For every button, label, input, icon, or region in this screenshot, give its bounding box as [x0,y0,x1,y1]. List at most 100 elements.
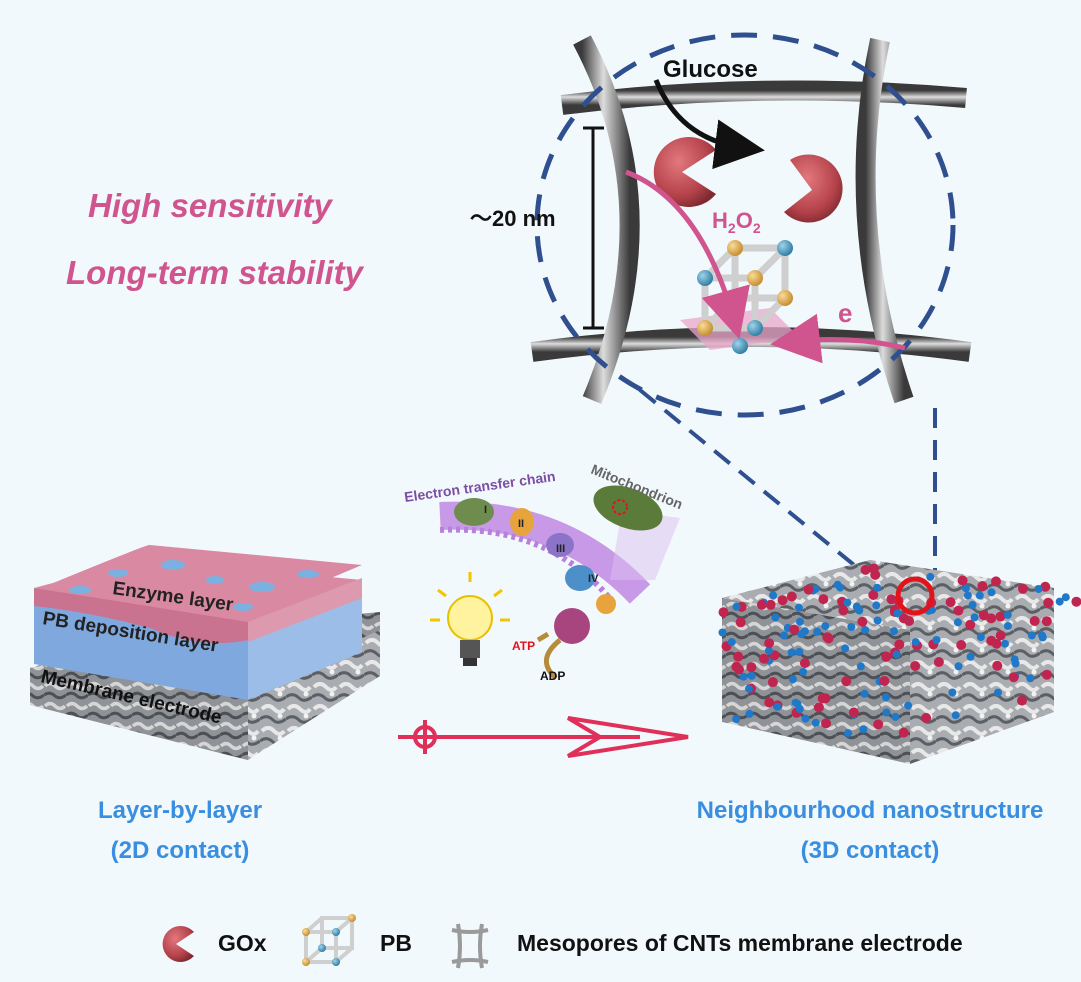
pb-particle [951,711,960,720]
pb-particle [773,702,782,711]
gox-particle [995,611,1006,622]
pb-particle [727,638,736,647]
pb-particle [1038,633,1047,642]
gox-particle [765,599,776,610]
gox-particle [759,653,769,664]
adp-label: ADP [540,669,565,683]
pb-particle [890,627,898,636]
gox-particle [821,718,831,729]
left-caption-line1: Layer-by-layer [97,797,263,824]
pb-particle [976,633,985,642]
pb-particle [799,667,808,676]
pb-particle [1061,593,1070,602]
gox-particle [921,712,932,723]
gox-particle [945,597,956,608]
chain-complex-II: II [510,508,534,536]
pb-particle [847,623,856,631]
pb-particle [797,630,806,639]
embedded-particles [718,563,1081,738]
pb-particle [856,662,865,671]
pb-particle [968,600,977,609]
gox-particle [767,677,778,688]
gox-enzyme-left [653,137,716,207]
gox-particle [799,658,810,669]
gox-particle [956,640,967,650]
gox-particle [1018,583,1028,594]
zoom-circle: Glucose H2O2 e [470,32,972,418]
pb-particle [833,580,842,589]
pb-particle [732,715,741,723]
headline-sensitivity: High sensitivity [88,187,332,224]
atp-synthase [554,608,590,644]
gox-particle [841,676,852,687]
pb-particle [795,648,804,656]
gox-particle [868,563,879,574]
gox-particle [1040,581,1051,592]
pb-particle [987,588,996,597]
pb-particle [1026,674,1035,683]
gox-particle [881,651,892,662]
pb-particle [975,591,984,600]
pb-particle [795,704,804,713]
pb-particle [745,684,753,693]
svg-text:IV: IV [588,573,599,585]
pb-particle [811,584,820,593]
gox-particle [817,693,828,704]
right-caption-line1: Neighbourhood nanostructure [696,797,1044,824]
pb-particle [861,626,870,635]
electron-arrow [770,313,906,364]
pb-particle [872,601,881,610]
layered-electrode-block: Enzyme layer PB deposition layer Membran… [30,544,380,760]
gox-particle [898,727,909,738]
pb-particle [994,688,1002,697]
gox-particle [991,576,1001,587]
pb-particle [954,662,963,671]
pb-particle [948,688,957,697]
gox-particle [848,707,859,718]
connector-line-left [638,388,894,598]
atp-label: ATP [512,639,535,653]
scale-label: ～20 nm [470,206,556,231]
gox-particle [1071,596,1081,607]
gox-particle [1029,616,1040,626]
pb-particle [873,583,882,592]
gox-particle [803,584,814,595]
pb-particle [873,616,882,625]
pb-particle [791,698,800,707]
gox-particle [838,605,849,616]
pb-particle [801,714,810,723]
pb-particle [932,636,941,644]
mesopore-rod-left [573,35,640,404]
scale-bar [583,126,604,330]
glucose-arrow [653,79,765,170]
pb-particle [1003,622,1012,630]
pb-particle [1003,610,1012,619]
gox-particle [894,639,905,650]
pb-particle [882,693,890,702]
pb-particle [796,617,804,626]
gox-particle [995,630,1006,641]
gox-particle [756,599,767,610]
pb-particle [852,602,861,611]
pb-particle [788,675,797,684]
pb-cube-zoom [680,240,800,354]
pb-particle [904,701,913,710]
gox-particle [873,719,884,730]
headline-stability: Long-term stability [66,254,364,291]
legend-pb-label: PB [380,930,412,956]
gox-particle [953,605,964,616]
right-caption-line2: (3D contact) [800,837,940,864]
pb-legend-icon [302,914,356,966]
gox-particle [823,633,834,644]
chain-complex-IV: IV [565,565,599,591]
mesopore-legend-icon [451,923,489,969]
gox-particle [992,660,1003,671]
gox-particle [718,607,729,618]
pb-particle [1011,659,1020,668]
gox-particle [986,635,997,646]
legend-mesopores-label: Mesopores of CNTs membrane electrode [517,930,963,956]
electron-label: e [838,298,852,328]
pb-particle [747,671,756,680]
gox-legend-icon [162,925,194,962]
